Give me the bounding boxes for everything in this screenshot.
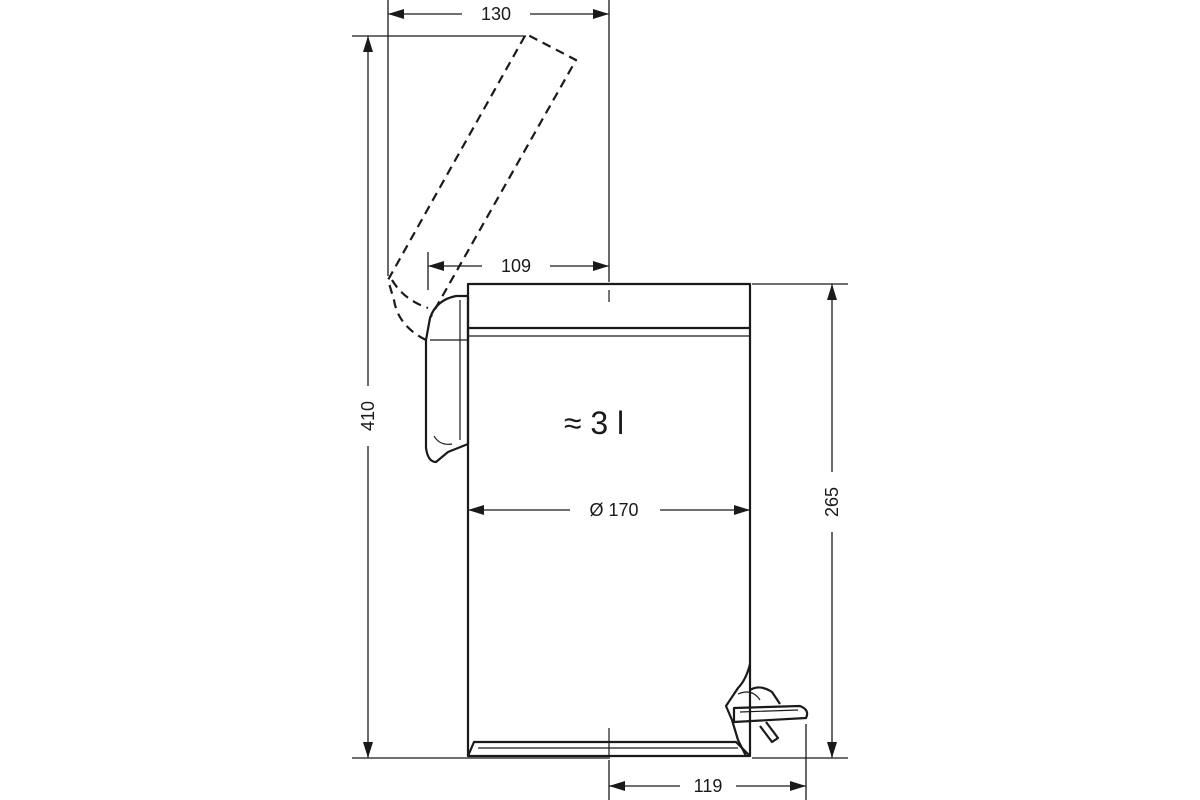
dim-label-265: 265 — [822, 487, 842, 517]
pedal-top-curve — [749, 686, 781, 705]
dimension-265: 265 — [822, 284, 842, 758]
pedal — [724, 663, 809, 757]
pedal-lower-tab — [759, 721, 780, 744]
bin-outline — [466, 282, 752, 758]
open-lid-outline — [386, 32, 578, 341]
dim-label-109: 109 — [501, 256, 531, 276]
hinge-handle — [424, 294, 470, 464]
volume-label: ≈ 3 l — [564, 405, 624, 441]
dimension-410: 410 — [358, 36, 378, 758]
dim-label-diameter: Ø 170 — [589, 500, 638, 520]
dim-label-130: 130 — [481, 4, 511, 24]
hinge-curve — [433, 435, 453, 445]
pedal-plate-line — [739, 709, 799, 713]
dimension-130: 130 — [388, 4, 609, 24]
pedal-detail — [737, 691, 761, 701]
pedal-plate — [732, 704, 809, 724]
dim-label-119: 119 — [694, 776, 723, 796]
open-lid-inner — [391, 279, 429, 310]
hinge-outer — [424, 294, 470, 464]
dimension-diameter: Ø 170 — [468, 500, 750, 520]
dimension-109: 109 — [428, 256, 609, 276]
dimension-119: 119 — [609, 776, 806, 796]
open-lid-dashed — [386, 32, 578, 341]
bin-body — [466, 282, 752, 758]
extension-lines — [352, 0, 848, 800]
pedal-arm — [724, 663, 752, 757]
dim-label-410: 410 — [358, 401, 378, 431]
